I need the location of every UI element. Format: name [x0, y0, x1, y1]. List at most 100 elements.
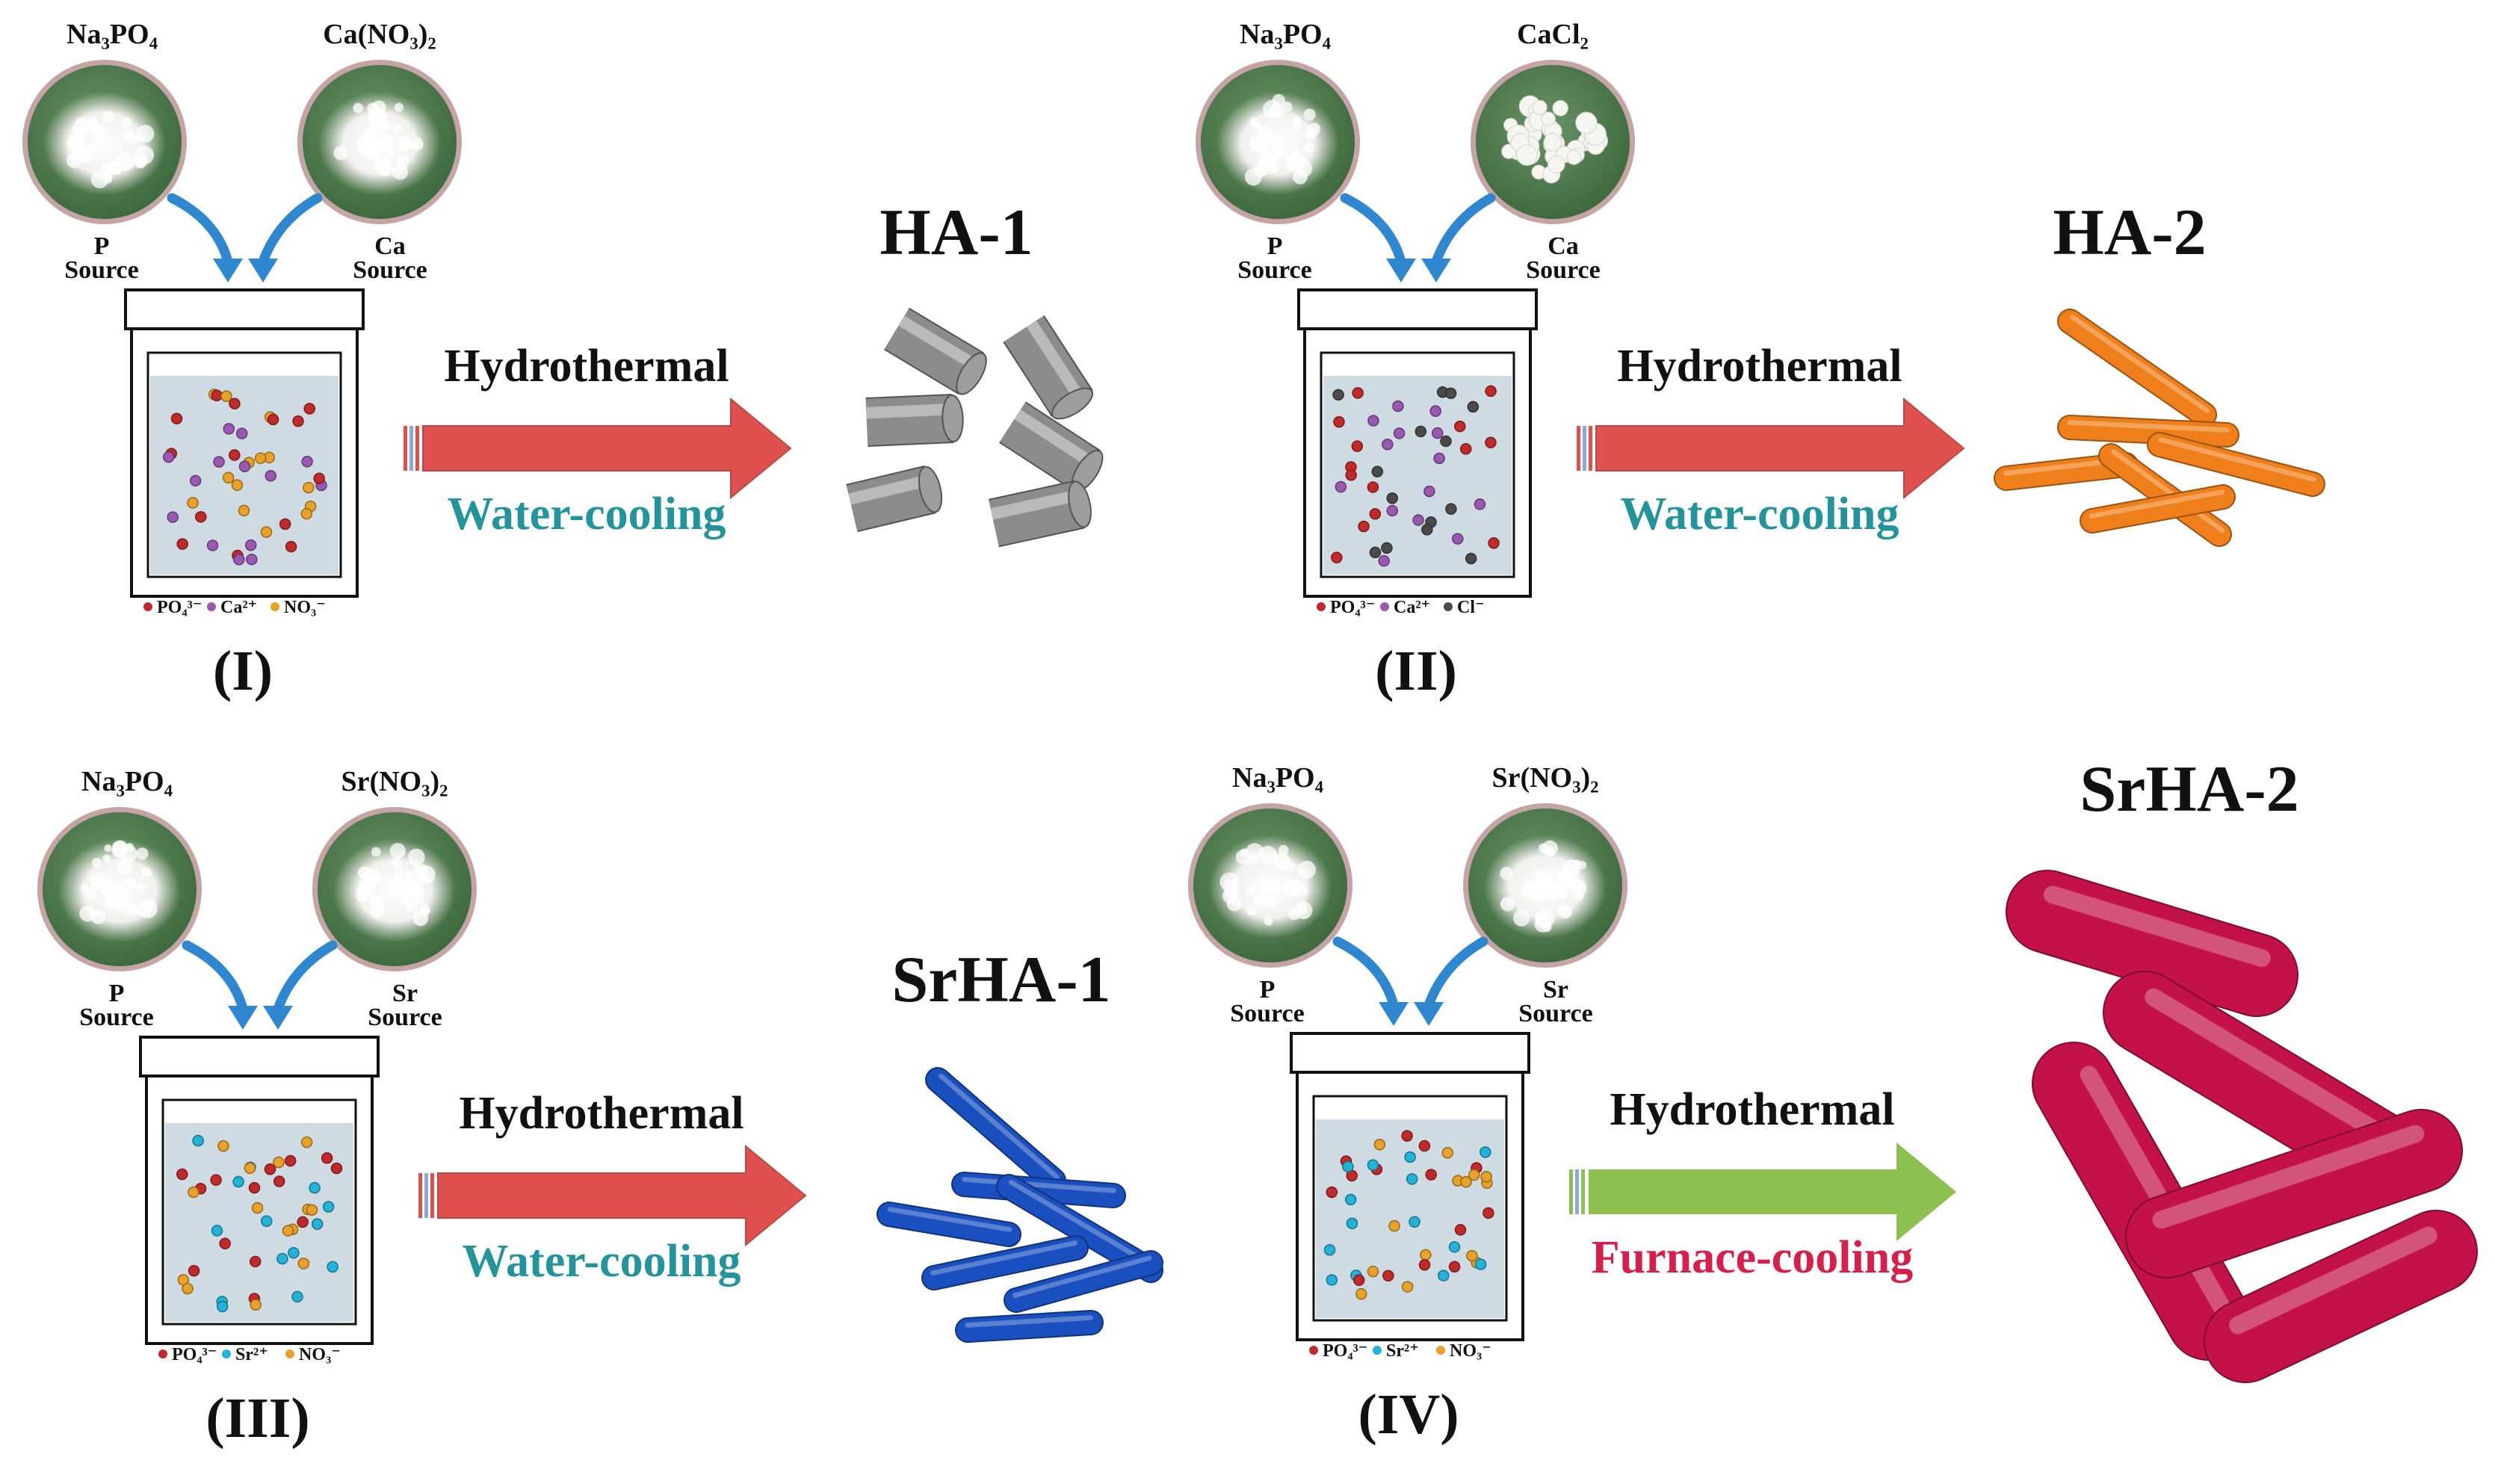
ion-dot-cl [1444, 387, 1457, 400]
ion-dot-sr [232, 1175, 244, 1188]
ion-dot-po4 [229, 398, 241, 409]
arrow-body [1589, 1143, 1956, 1241]
legend-label: PO₄³⁻ [157, 598, 202, 617]
process-label: Hydrothermal [1610, 1084, 1894, 1135]
m-feed-arrow [1414, 936, 1488, 1026]
arrow-shaft [167, 193, 233, 267]
powder-grain [1278, 844, 1289, 856]
legend-label: NO₃⁻ [299, 1345, 341, 1364]
cyl-body [846, 466, 936, 531]
ion-dot-ca [189, 474, 202, 487]
ion-dot-no3 [273, 1156, 285, 1169]
powder-grain [1244, 168, 1262, 186]
legend-label: Sr²⁺ [1386, 1341, 1419, 1361]
ion-dot-ca [301, 456, 313, 468]
powder-grain [137, 882, 146, 891]
powder-grain [371, 847, 381, 857]
powder-grain [1538, 843, 1549, 854]
powder-grain [384, 122, 392, 131]
crystal-rod [2032, 1042, 2250, 1361]
ion-dot-sr [288, 1246, 300, 1259]
ion-dot-sr [1367, 1159, 1379, 1171]
ion-dot-no3 [244, 1162, 256, 1175]
legend-label: Sr²⁺ [235, 1345, 268, 1364]
rod-body [2033, 1043, 2248, 1359]
ion-dot-sr [192, 1134, 204, 1147]
crystal-rod [2125, 1109, 2463, 1279]
powder-grain [389, 877, 401, 888]
crystal-rod [2080, 484, 2236, 534]
powder-grain [72, 145, 83, 156]
powder-grain [91, 858, 102, 868]
ion-dot-po4 [1352, 387, 1364, 399]
ion-dot-po4 [297, 1216, 309, 1228]
cyl-cap [1068, 480, 1092, 528]
legend-dot-sr [1373, 1346, 1382, 1355]
crystal-rod [2147, 432, 2325, 497]
ion-dot-cl [1467, 401, 1480, 413]
crystal-rod [925, 1067, 1066, 1193]
ion-dot-po4 [211, 389, 223, 402]
ion-dot-no3 [282, 1225, 294, 1237]
arrow-head [1414, 1002, 1444, 1026]
ion-dot-po4 [267, 413, 279, 426]
powder-grain [1521, 882, 1536, 897]
ion-dot-po4 [303, 403, 315, 415]
legend-label: NO₃⁻ [1450, 1341, 1491, 1361]
powder-grain [74, 117, 91, 135]
rod-body [923, 1237, 1087, 1289]
powder-grain [1534, 870, 1553, 889]
crystal-rod [2006, 870, 2298, 1017]
powder-grain [102, 854, 111, 863]
powder-grain [1545, 883, 1563, 901]
cyl-cap [956, 352, 987, 395]
ion-dot-ca [233, 554, 245, 566]
powder-grain [1222, 888, 1238, 904]
cyl-cap [918, 466, 943, 513]
m-source-dish [1471, 60, 1635, 224]
crystal-rod [1004, 1250, 1163, 1313]
legend-dot-ca [1380, 602, 1389, 611]
powder-grain [67, 152, 82, 169]
ion-dot-ca [1386, 504, 1399, 517]
ion-dot-sr [1480, 1146, 1491, 1158]
powder-grain [415, 896, 424, 906]
panel-label: (II) [1375, 640, 1457, 702]
crystal-rod [2057, 415, 2239, 448]
legend-label: Ca²⁺ [1394, 598, 1430, 617]
process-arrow [1569, 1143, 1956, 1241]
ion-dot-po4 [195, 510, 207, 523]
powder-grain [1513, 909, 1530, 927]
powder-grain [1254, 139, 1268, 153]
p-reagent-label: Na₃PO₄ [81, 766, 173, 797]
p-reagent-label: Na₃PO₄ [1232, 762, 1324, 794]
crystal-rod [877, 1202, 1021, 1247]
powder-grain [1283, 879, 1302, 897]
arrow-shaft [273, 940, 338, 1014]
ion-dot-po4 [273, 1175, 285, 1187]
ion-dot-po4 [219, 1237, 231, 1249]
arrow-head [228, 1006, 258, 1030]
m-source-word: Source [353, 256, 427, 284]
rod-highlight [930, 1240, 1078, 1276]
p-feed-arrow [167, 193, 243, 282]
p-source-dish [22, 60, 187, 224]
powder-grain [410, 137, 424, 151]
rod-highlight [2044, 885, 2271, 968]
powder-grain [405, 876, 415, 886]
ion-dot-po4 [229, 449, 241, 461]
powder-grain [1253, 895, 1265, 907]
arrow-body [437, 1144, 807, 1247]
ion-dot-cl [1381, 542, 1393, 554]
rod-highlight [2068, 420, 2230, 433]
arrow-tail-stripe [1589, 426, 1592, 471]
powder-grain [136, 847, 149, 860]
rod-body [927, 1069, 1065, 1192]
powder-grain [419, 905, 430, 916]
powder-grain [1303, 142, 1314, 153]
powder-grain [104, 885, 114, 895]
ion-dot-po4 [1448, 1261, 1461, 1273]
powder-grain [1288, 908, 1300, 921]
